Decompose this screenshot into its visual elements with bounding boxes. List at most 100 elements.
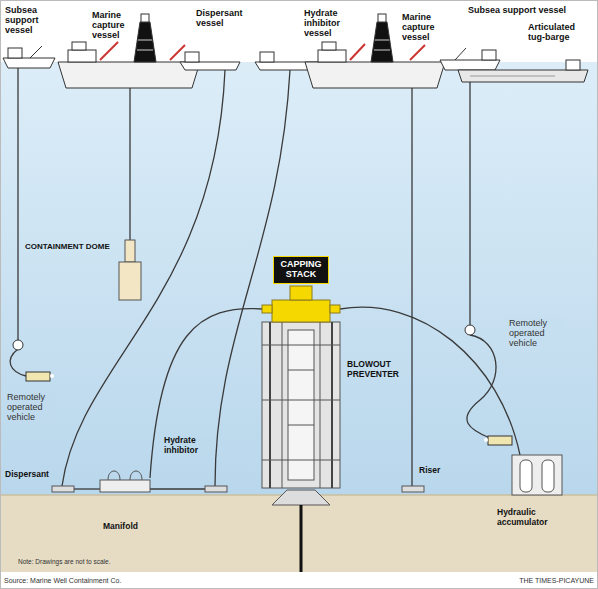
wellhead <box>272 490 330 505</box>
blowout-preventer <box>288 370 314 371</box>
blowout-preventer <box>262 460 340 461</box>
blowout-preventer <box>262 322 340 488</box>
hose-lines <box>411 88 412 486</box>
rov <box>484 438 488 442</box>
hose-lines <box>10 68 520 489</box>
part-label: BLOWOUT PREVENTER <box>346 360 406 379</box>
vessel <box>185 52 199 62</box>
hose-lines <box>150 309 262 478</box>
seabed-equipment <box>205 486 227 492</box>
seabed-equipment <box>130 471 142 480</box>
seabed-equipment <box>402 486 424 492</box>
blowout-preventer <box>262 400 340 401</box>
vessel-label: Dispersant vessel <box>196 8 254 28</box>
hose-lines <box>62 70 225 486</box>
seabed-equipment <box>52 486 74 492</box>
capping-stack <box>262 286 340 322</box>
tug-barge <box>458 70 588 82</box>
vessel-label: Subsea support vessel <box>5 5 49 35</box>
vessel <box>260 52 274 62</box>
rov <box>488 436 512 445</box>
containment-dome <box>119 262 141 300</box>
marine-capture-vessel <box>58 62 200 88</box>
vessel-label: Marine capture vessel <box>92 10 138 40</box>
hose-lines <box>469 70 470 325</box>
tug-barge <box>566 60 580 70</box>
source-text: Source: Marine Well Containment Co. <box>4 577 121 585</box>
marine-capture-vessel <box>305 62 445 88</box>
marine-capture-vessel <box>134 22 156 62</box>
marine-capture-vessel <box>375 40 389 41</box>
capping-stack <box>330 305 340 313</box>
background <box>0 495 598 572</box>
hose-lines <box>74 488 100 489</box>
marine-capture-vessel <box>318 50 346 62</box>
vessel <box>482 50 496 60</box>
marine-capture-vessel <box>322 42 336 50</box>
marine-capture-vessel <box>350 44 365 60</box>
part-label: Manifold <box>103 522 138 532</box>
rov <box>50 374 54 378</box>
vessel-label: Articulated tug-barge <box>528 22 590 42</box>
background <box>0 62 598 495</box>
credit-text: THE TIMES-PICAYUNE <box>519 577 594 585</box>
containment-dome <box>119 240 141 300</box>
part-label: Hydraulic accumulator <box>497 508 559 527</box>
vessel-label: Marine capture vessel <box>402 12 448 42</box>
rov <box>465 325 475 335</box>
vessel <box>455 48 466 60</box>
vessel <box>180 62 240 70</box>
vessel <box>30 46 42 58</box>
vessel <box>180 52 240 70</box>
marine-capture-vessel <box>68 50 96 62</box>
marine-capture-vessel <box>137 50 153 51</box>
part-label: CONTAINMENT DOME <box>24 243 111 252</box>
rov <box>13 340 23 350</box>
vessel <box>3 46 55 68</box>
marine-capture-vessel <box>72 42 86 50</box>
callout-text: CAPPING STACK <box>278 260 324 280</box>
marine-capture-vessel <box>58 14 200 88</box>
seabed-equipment <box>542 460 554 492</box>
marine-capture-vessel <box>170 45 185 60</box>
vessel <box>3 58 55 68</box>
vessel <box>440 60 500 70</box>
marine-capture-vessel <box>374 50 390 51</box>
blowout-preventer <box>262 345 340 346</box>
marine-capture-vessel <box>141 14 149 22</box>
blowout-preventer <box>288 330 314 480</box>
seabed-equipment <box>100 480 150 492</box>
vessel-label: Subsea support vessel <box>468 5 566 15</box>
tug-barge <box>458 60 588 82</box>
seabed-equipment <box>108 471 120 480</box>
part-label: Remotely operated vehicle <box>508 318 562 348</box>
marine-capture-vessel <box>138 40 152 41</box>
marine-capture-vessel <box>378 14 386 22</box>
blowout-preventer <box>282 322 283 488</box>
hose-lines <box>150 488 205 489</box>
blowout-preventer <box>331 322 333 488</box>
capping-stack <box>290 286 312 300</box>
note-text: Note: Drawings are not to scale. <box>18 558 111 565</box>
part-label: Dispersant <box>4 470 50 480</box>
capping-stack <box>272 300 330 322</box>
marine-capture-vessel <box>410 45 425 60</box>
rov <box>26 372 50 381</box>
blowout-preventer <box>288 425 314 426</box>
hose-lines <box>129 88 130 240</box>
part-label: Riser <box>418 466 441 476</box>
hose-lines <box>467 335 496 438</box>
marine-capture-vessel <box>100 42 118 60</box>
capping-stack <box>262 305 272 313</box>
blowout-preventer <box>320 322 321 488</box>
vessel <box>8 48 22 58</box>
part-label: Hydrate inhibitor <box>163 436 213 455</box>
marine-capture-vessel <box>371 22 393 62</box>
hose-lines <box>17 68 18 341</box>
containment-dome <box>125 240 135 262</box>
